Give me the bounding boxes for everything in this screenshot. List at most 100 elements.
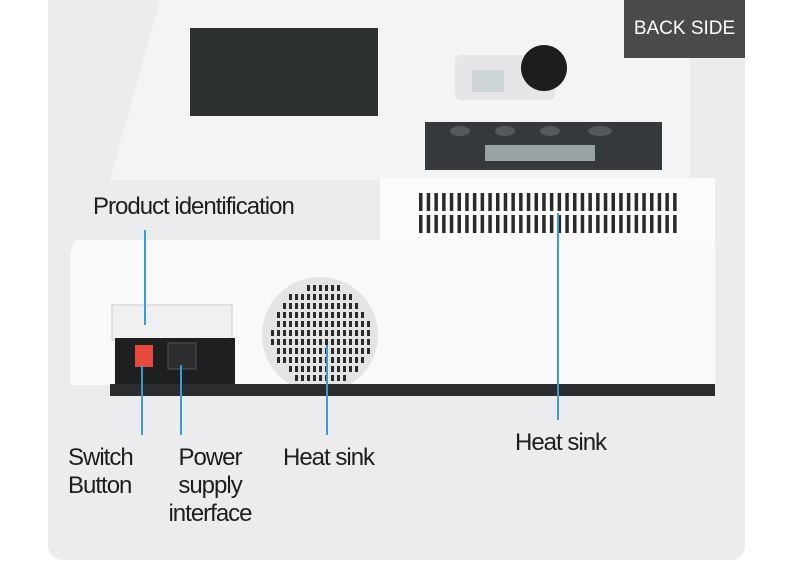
grille-slot: [307, 321, 310, 327]
vent-slot: [603, 193, 608, 211]
grille-slot: [331, 312, 334, 318]
grille-slot: [307, 357, 310, 363]
callout-switch-button: Switch Button: [68, 444, 134, 500]
grille-slot: [349, 348, 352, 354]
vent-slot: [619, 215, 623, 233]
grille-slot: [349, 357, 352, 363]
grille-slot: [301, 294, 304, 300]
vent-slot: [580, 215, 585, 233]
vent-slot: [588, 215, 592, 233]
vent-slot: [426, 215, 431, 233]
vent-slot: [442, 193, 446, 211]
grille-slot: [319, 339, 322, 345]
callout-power-supply: Power supply interface: [160, 444, 260, 528]
grille-slot: [361, 348, 364, 354]
grille-slot: [343, 303, 346, 309]
grille-slot: [289, 321, 292, 327]
power-switch[interactable]: [135, 345, 153, 367]
grille-slot: [319, 312, 322, 318]
vent-slot: [472, 193, 477, 211]
grille-slot: [301, 339, 304, 345]
grille-slot: [325, 330, 328, 336]
grille-slot: [343, 330, 346, 336]
grille-slot: [313, 366, 316, 372]
vent-slot: [419, 193, 423, 211]
grille-slot: [283, 339, 286, 345]
grille-slot: [349, 312, 352, 318]
grille-slot: [295, 375, 298, 381]
grille-slot: [295, 348, 298, 354]
grille-slot: [313, 294, 316, 300]
grille-slot: [277, 321, 280, 327]
grille-slot: [343, 312, 346, 318]
grille-slot: [289, 357, 292, 363]
grille-slot: [319, 330, 322, 336]
grille-slot: [307, 348, 310, 354]
vent-slot: [488, 193, 492, 211]
grille-slot: [355, 321, 358, 327]
vent-slot: [511, 215, 515, 233]
grille-slot: [355, 348, 358, 354]
grille-slot: [271, 330, 274, 336]
grille-slot: [283, 330, 286, 336]
grille-slot: [319, 366, 322, 372]
grille-slot: [325, 294, 328, 300]
grille-slot: [337, 357, 340, 363]
grille-slot: [337, 366, 340, 372]
grille-slot: [319, 285, 322, 291]
lcd-display: [485, 145, 595, 161]
vent-slot: [557, 193, 562, 211]
callout-line-2: supply: [178, 472, 242, 499]
grille-slot: [295, 330, 298, 336]
grille-slot: [361, 357, 364, 363]
vent-slot: [526, 215, 531, 233]
grille-slot: [337, 285, 340, 291]
grille-slot: [331, 357, 334, 363]
grille-slot: [277, 330, 280, 336]
grille-slot: [325, 339, 328, 345]
grille-slot: [301, 357, 304, 363]
grille-slot: [277, 357, 280, 363]
vent-slot: [596, 215, 600, 233]
grille-slot: [337, 330, 340, 336]
grille-slot: [337, 339, 340, 345]
grille-slot: [313, 285, 316, 291]
vent-slot: [626, 193, 631, 211]
grille-slot: [331, 348, 334, 354]
grille-slot: [331, 330, 334, 336]
vent-slot: [580, 193, 585, 211]
vent-slot: [549, 215, 554, 233]
vent-slot: [519, 193, 523, 211]
vent-slot: [503, 193, 508, 211]
vent-slot: [557, 215, 562, 233]
grille-slot: [289, 303, 292, 309]
grille-slot: [277, 348, 280, 354]
grille-slot: [295, 321, 298, 327]
grille-slot: [307, 303, 310, 309]
panel-buttons: [450, 126, 612, 136]
callout-product-identification: Product identification: [93, 193, 295, 220]
grille-slot: [295, 357, 298, 363]
vent-slot: [673, 193, 677, 211]
grille-slot: [289, 348, 292, 354]
grille-slot: [337, 312, 340, 318]
grille-slot: [337, 294, 340, 300]
grille-slot: [289, 366, 292, 372]
grille-slot: [331, 285, 334, 291]
grille-slot: [319, 375, 322, 381]
side-vent-slots: [419, 193, 677, 233]
grille-slot: [325, 321, 328, 327]
grille-slot: [343, 339, 346, 345]
grille-slot: [295, 312, 298, 318]
grille-slot: [325, 285, 328, 291]
power-socket[interactable]: [167, 342, 197, 370]
grille-slot: [367, 330, 370, 336]
vent-slot: [434, 193, 438, 211]
vent-slot: [657, 193, 662, 211]
grille-slot: [337, 303, 340, 309]
vent-slot: [588, 193, 592, 211]
vent-slot: [665, 215, 669, 233]
grille-slot: [355, 366, 358, 372]
vent-slot: [449, 215, 454, 233]
grille-slot: [313, 339, 316, 345]
